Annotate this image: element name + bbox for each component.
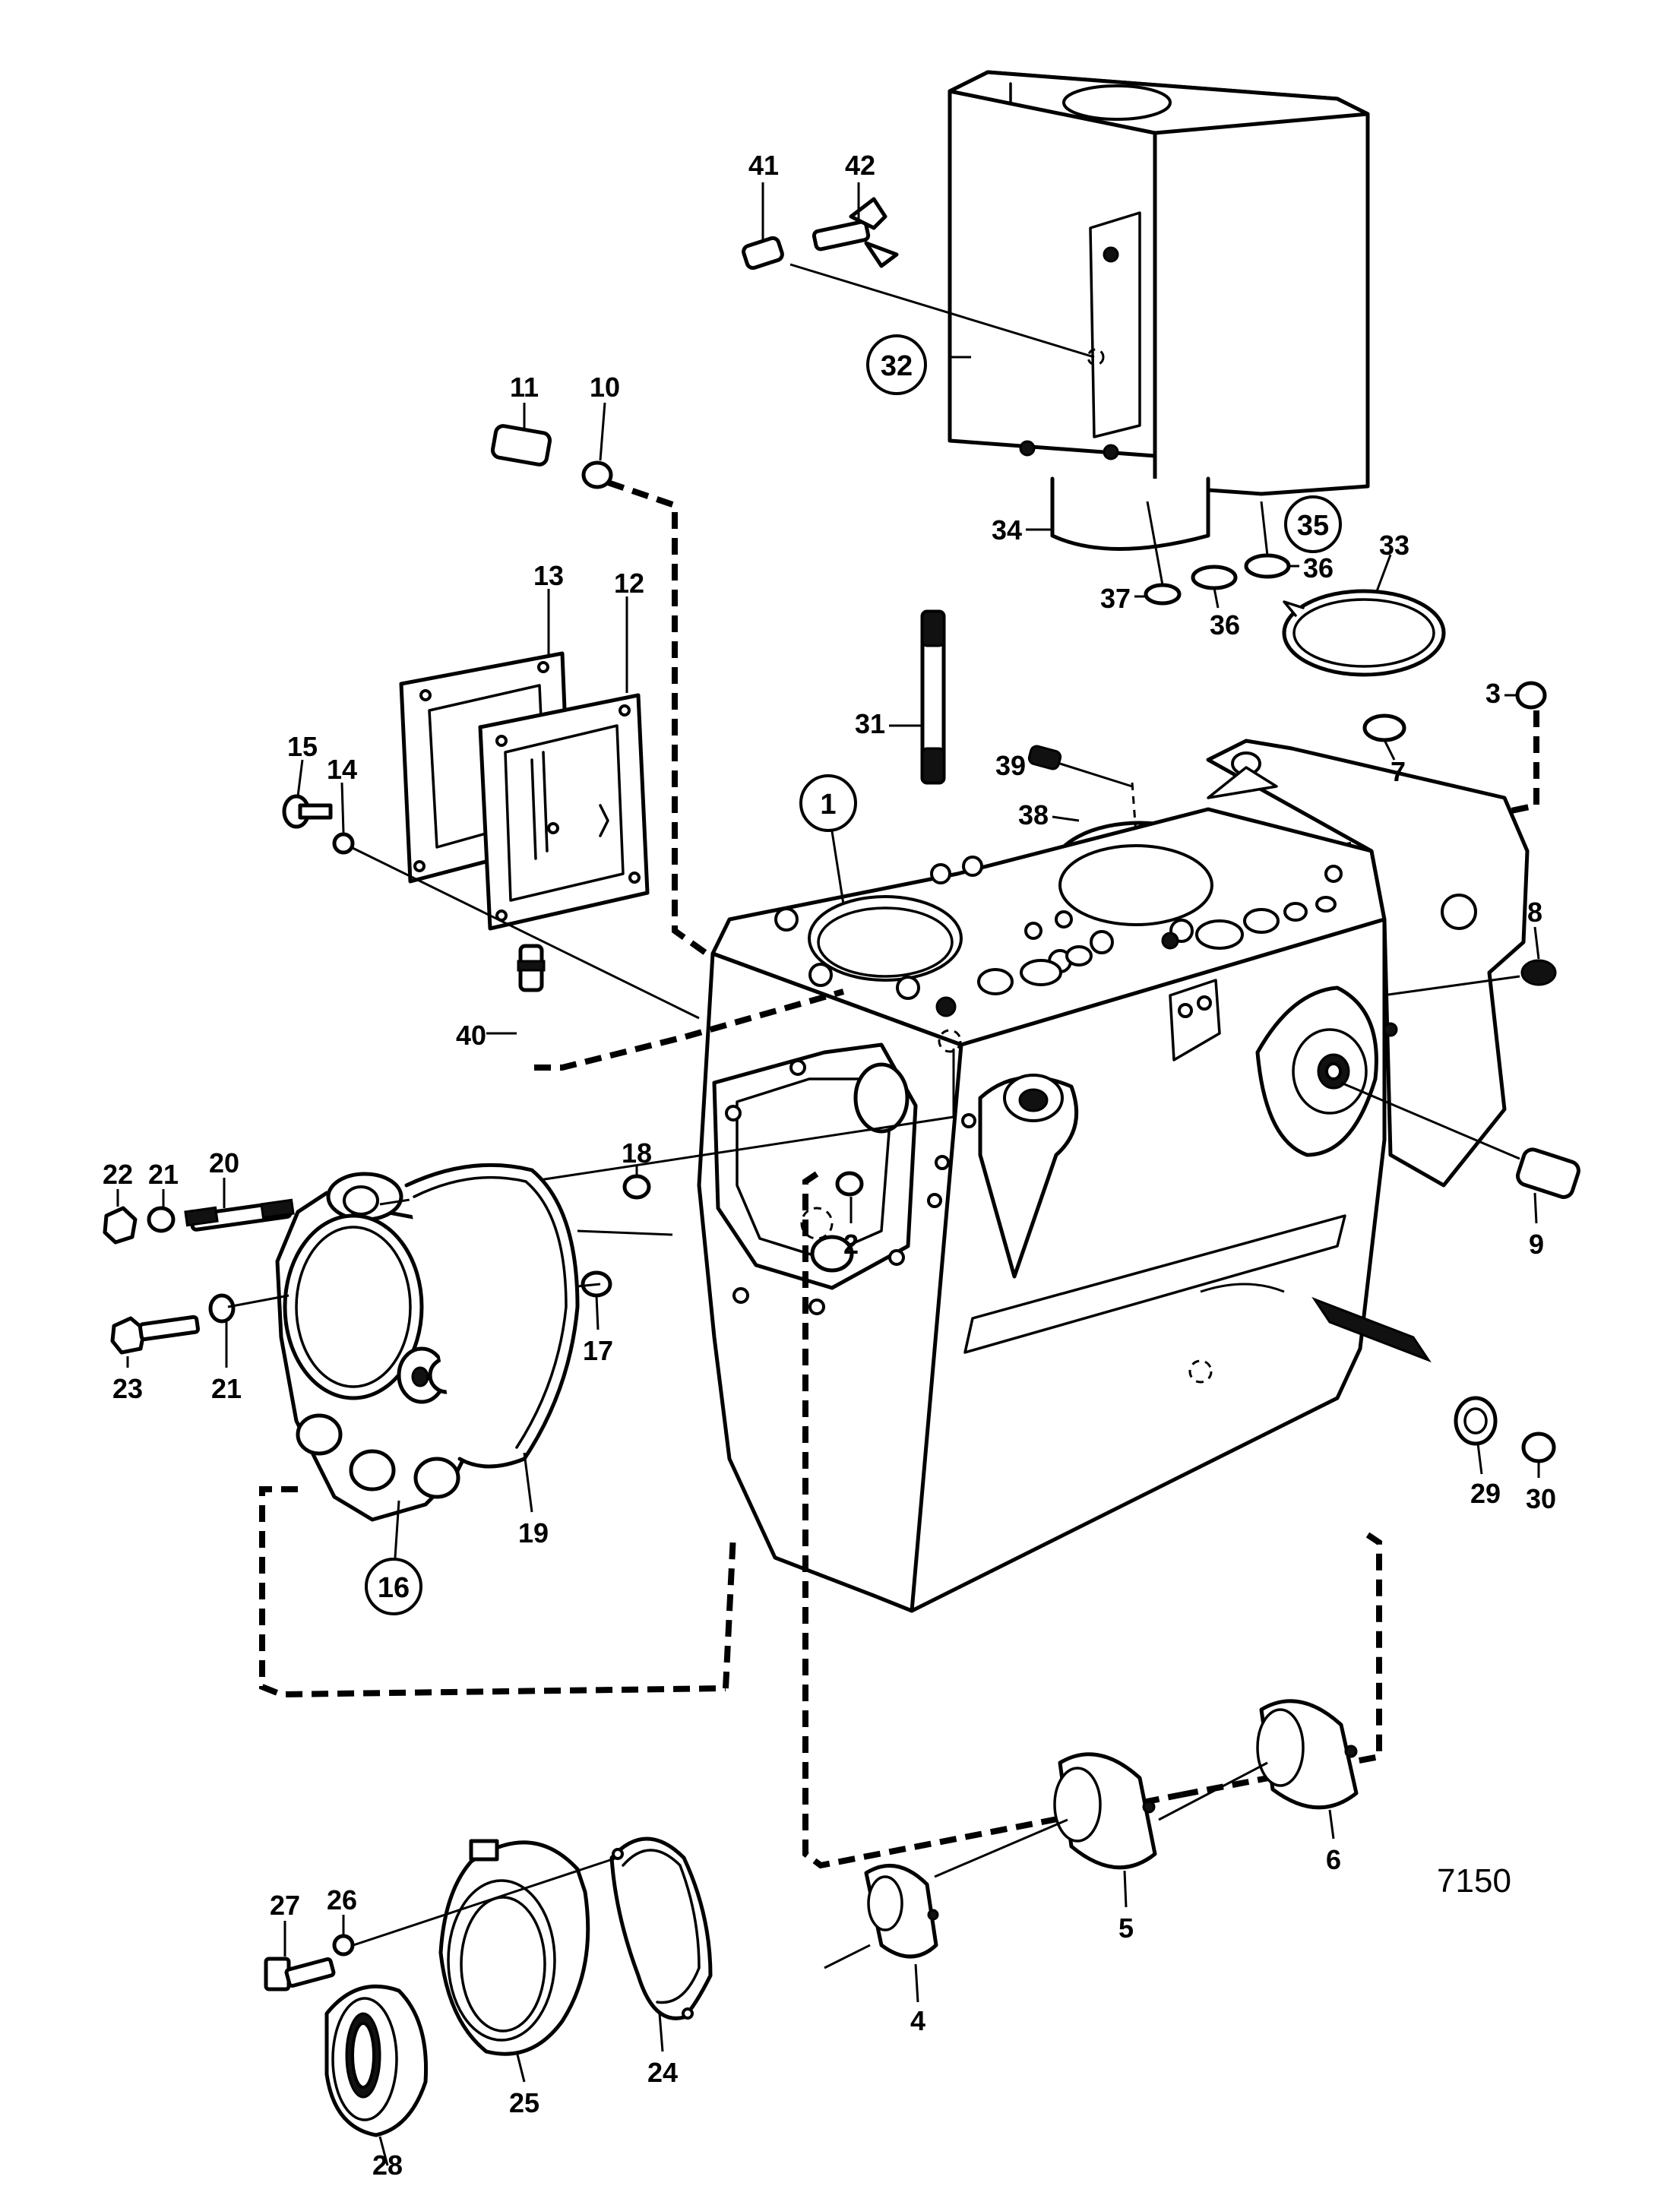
part-20-23-fasteners — [103, 1178, 295, 1368]
callout-21b: 21 — [211, 1373, 242, 1404]
callout-13: 13 — [533, 560, 564, 591]
callout-9: 9 — [1529, 1229, 1544, 1260]
callout-labels: 41 42 32 11 10 34 35 33 37 36 36 13 12 3… — [103, 150, 1556, 2181]
callout-38: 38 — [1018, 799, 1049, 830]
callout-circle-1 — [799, 774, 857, 832]
callout-18: 18 — [622, 1137, 652, 1169]
callout-circle-32 — [866, 334, 927, 395]
callout-circle-16 — [365, 1558, 422, 1615]
callout-15: 15 — [287, 731, 318, 762]
callout-29: 29 — [1470, 1478, 1501, 1509]
callout-circle-35 — [1284, 495, 1342, 553]
part-24-28-rear-seal-group — [264, 1836, 713, 2166]
callout-23: 23 — [112, 1373, 143, 1404]
callout-28: 28 — [372, 2150, 403, 2181]
part-32-cylinder-box — [948, 70, 1370, 504]
callout-39: 39 — [995, 750, 1026, 781]
callout-34: 34 — [992, 514, 1022, 546]
callout-31: 31 — [855, 708, 885, 739]
figure-number: 7150 — [1437, 1862, 1511, 1900]
callout-36b: 36 — [1303, 552, 1334, 584]
part-12-13-cover-plates — [399, 589, 650, 931]
part-4-5-6-bushings — [824, 1699, 1359, 2003]
callout-20: 20 — [209, 1147, 239, 1178]
assembly-brackets — [259, 1171, 1382, 1869]
callout-7: 7 — [1391, 756, 1406, 787]
callout-27: 27 — [270, 1890, 300, 1921]
callout-11: 11 — [510, 372, 539, 403]
callout-5: 5 — [1118, 1912, 1134, 1944]
callout-21a: 21 — [148, 1159, 179, 1190]
callout-36a: 36 — [1210, 609, 1240, 641]
callout-16: 16 — [378, 1572, 410, 1604]
callout-30: 30 — [1526, 1483, 1556, 1514]
part-1-crankcase — [697, 739, 1530, 1613]
callout-25: 25 — [509, 2087, 539, 2118]
callout-35: 35 — [1297, 510, 1329, 542]
part-14-15-screw-washer — [282, 759, 700, 1020]
callout-14: 14 — [327, 754, 357, 785]
callout-12: 12 — [614, 568, 644, 599]
callout-42: 42 — [845, 150, 875, 181]
callout-3: 3 — [1485, 678, 1501, 709]
callout-17: 17 — [583, 1335, 613, 1366]
callout-40: 40 — [456, 1020, 486, 1051]
callout-22: 22 — [103, 1159, 133, 1190]
part-40-nipple — [486, 944, 845, 1071]
callout-26: 26 — [327, 1884, 357, 1916]
callout-37: 37 — [1100, 583, 1131, 614]
part-34-liner — [1026, 476, 1210, 551]
part-41-42-drain-cock — [742, 182, 1095, 359]
part-19-gasket — [404, 1163, 673, 1513]
callout-2: 2 — [843, 1229, 859, 1260]
part-10-11-plug-washer — [490, 402, 730, 972]
callout-1: 1 — [820, 789, 836, 821]
callout-24: 24 — [647, 2057, 678, 2088]
callout-6: 6 — [1326, 1844, 1341, 1875]
callout-19: 19 — [518, 1517, 549, 1549]
callout-10: 10 — [590, 372, 620, 403]
callout-32: 32 — [881, 350, 913, 382]
callout-41: 41 — [748, 150, 779, 181]
part-37-36-seals — [1134, 501, 1299, 609]
part-16-bearing-housing — [275, 1115, 954, 1558]
callout-4: 4 — [910, 2005, 925, 2036]
part-31-stud — [889, 609, 946, 785]
part-33-head-gasket-ring — [1282, 554, 1446, 677]
callout-33: 33 — [1379, 530, 1409, 561]
part-29-30-drain-plug — [1454, 1396, 1556, 1478]
callout-8: 8 — [1527, 897, 1542, 928]
part-8-9-plugs — [1340, 926, 1580, 1224]
